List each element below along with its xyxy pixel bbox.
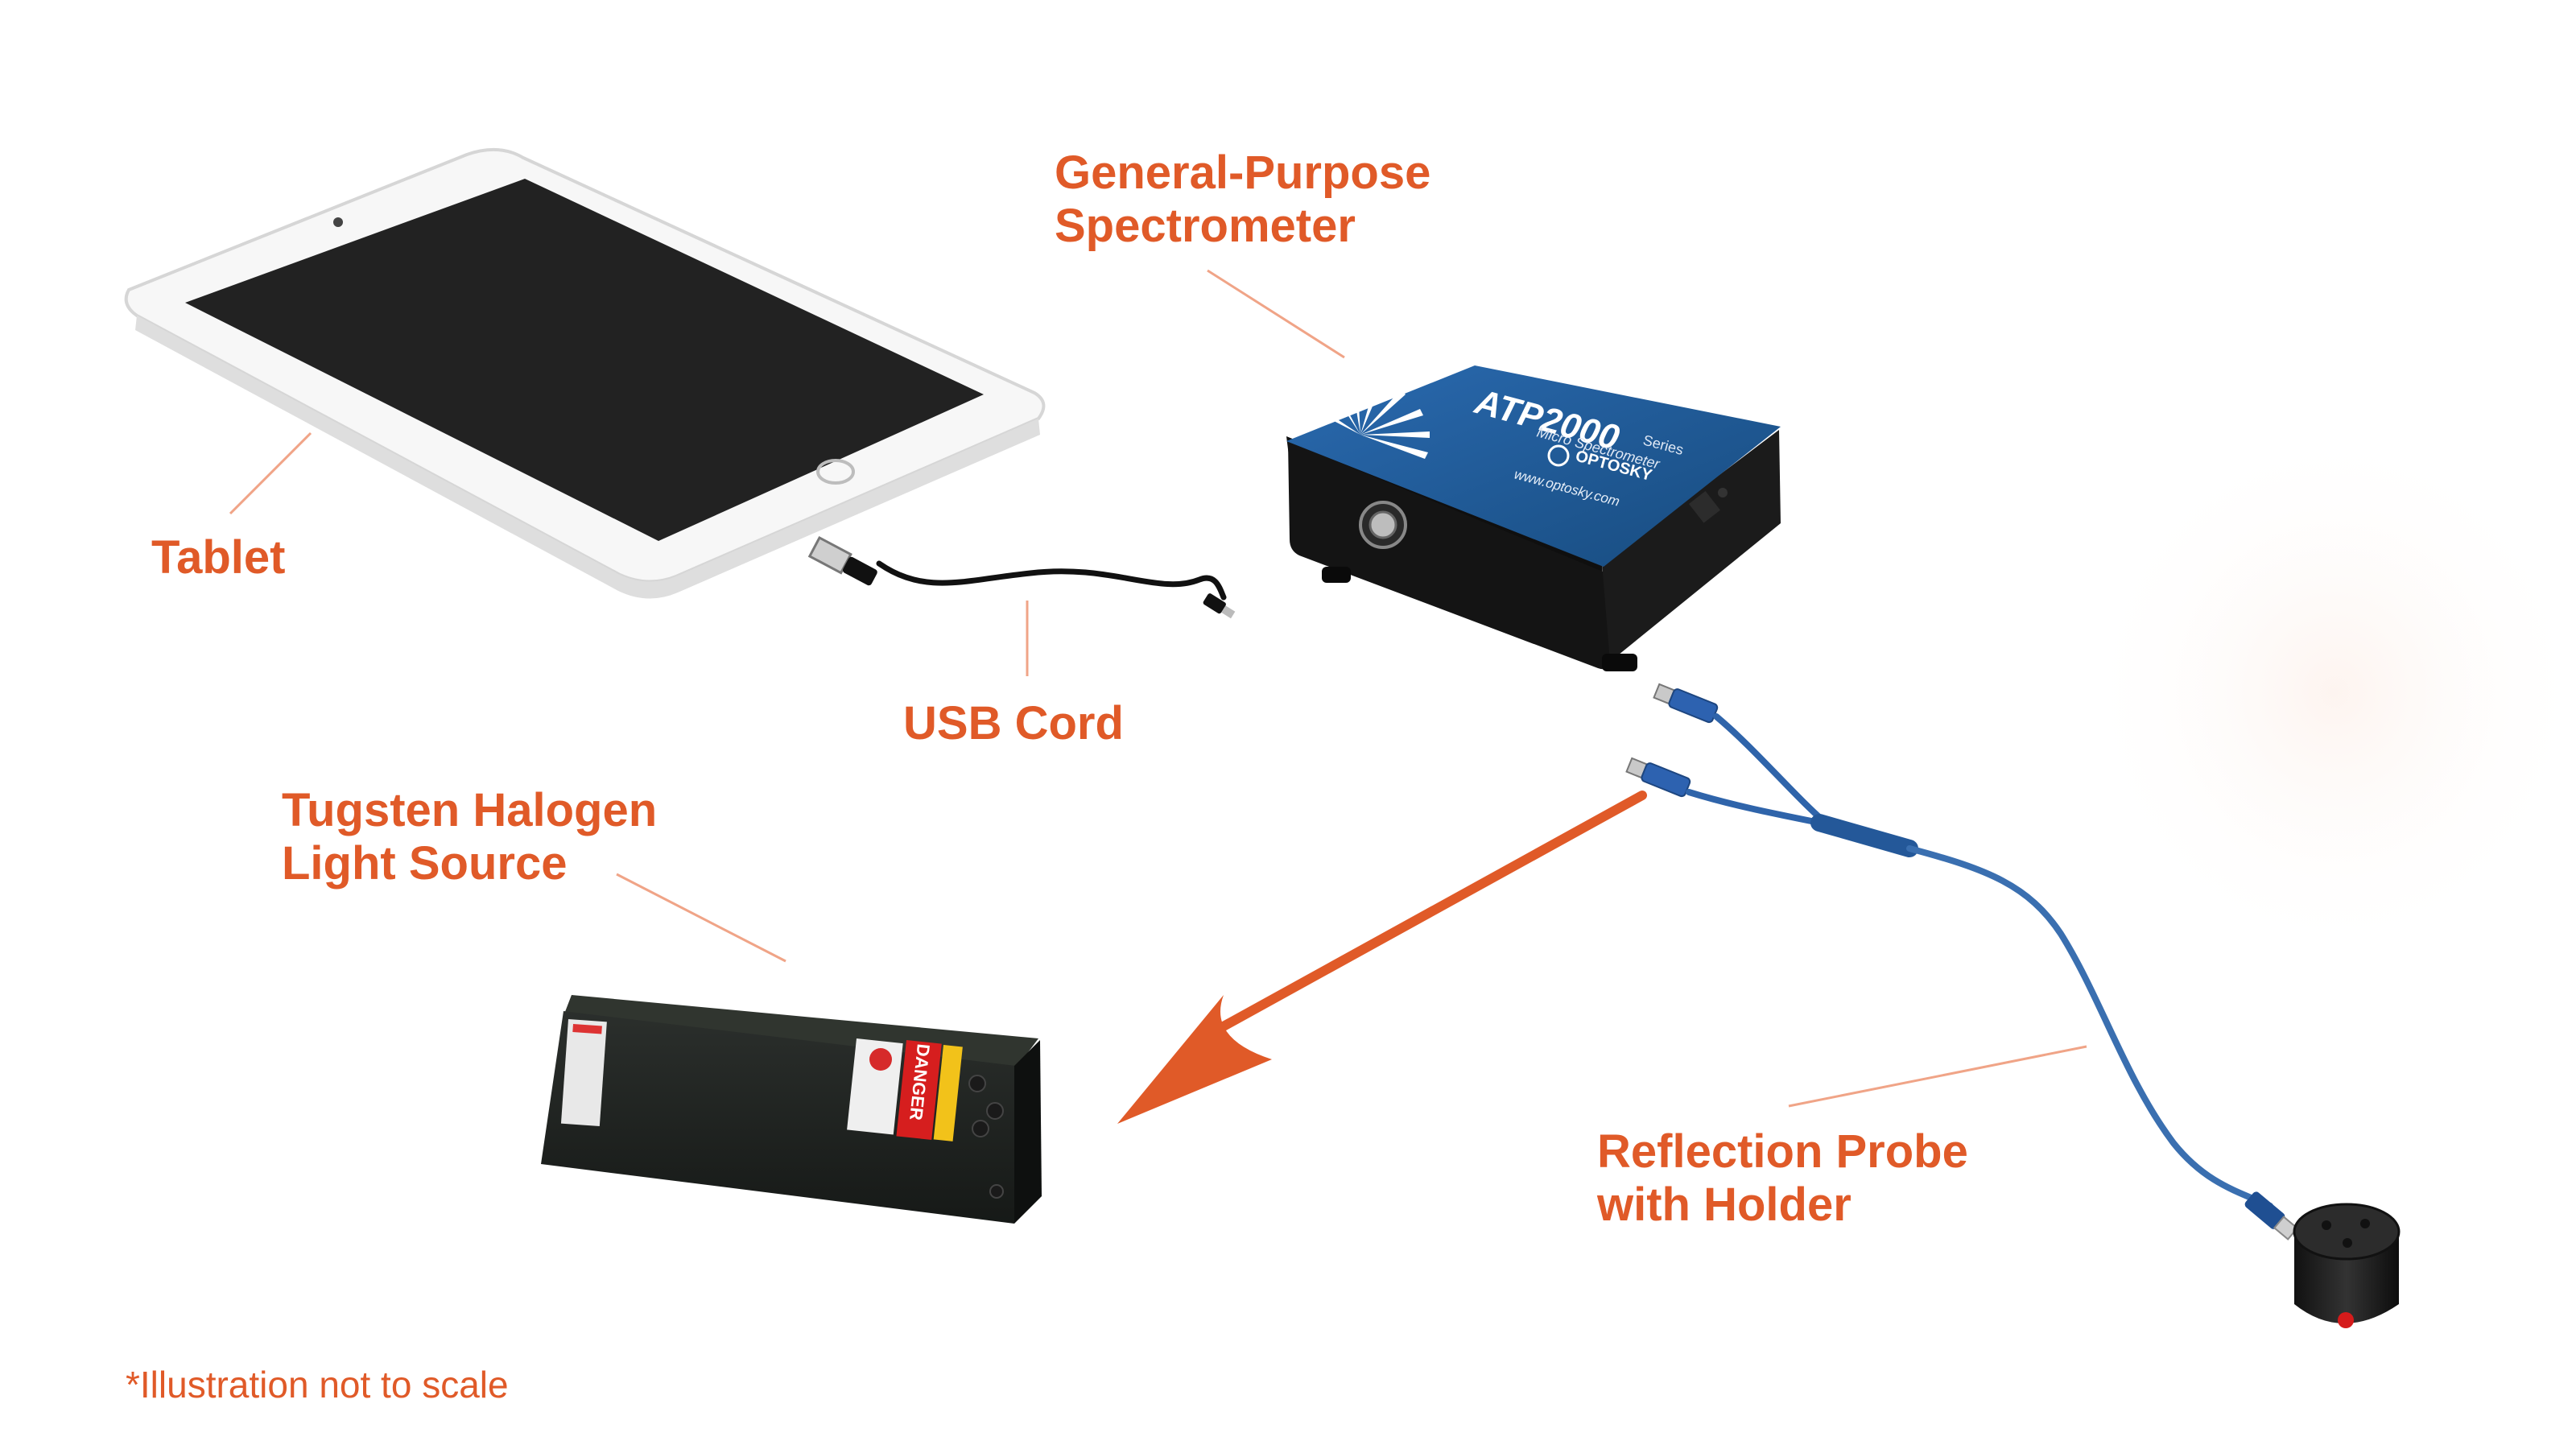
probe-label: Reflection Probe with Holder: [1597, 1125, 1968, 1232]
probe-holder-icon: [2244, 1191, 2401, 1328]
probe-label-line1: Reflection Probe: [1597, 1125, 1968, 1178]
scale-footnote: *Illustration not to scale: [126, 1364, 509, 1406]
leader-light-source: [616, 873, 786, 963]
probe-label-line2: with Holder: [1597, 1179, 1852, 1231]
light-source-device-icon: DANGER: [541, 995, 1042, 1224]
leader-tablet: [229, 431, 312, 515]
light-source-label-line1: Tugsten Halogen: [282, 784, 658, 836]
spectrometer-label-line1: General-Purpose: [1055, 147, 1431, 199]
fiber-cable-icon: [1625, 683, 2273, 1209]
usb-cord-label: USB Cord: [903, 697, 1124, 749]
leader-spectrometer: [1207, 269, 1345, 359]
background-glow: [2077, 419, 2576, 966]
spectrometer-label: General-Purpose Spectrometer: [1055, 147, 1430, 253]
light-source-label: Tugsten Halogen Light Source: [282, 784, 657, 890]
light-source-label-line2: Light Source: [282, 837, 568, 890]
leader-lines: [229, 269, 2087, 1108]
tablet-icon: [124, 147, 1046, 599]
spectrometer-device-icon: ATP2000 Series Micro Spectrometer OPTOSK…: [1286, 365, 1781, 671]
leader-probe: [1788, 1045, 2087, 1108]
brand-logo-icon: [1547, 444, 1570, 467]
arrow-icon: [1117, 791, 1647, 1124]
usb-cable-icon: [807, 535, 1236, 619]
tablet-label: Tablet: [151, 531, 286, 584]
spectrometer-label-line2: Spectrometer: [1055, 200, 1356, 252]
